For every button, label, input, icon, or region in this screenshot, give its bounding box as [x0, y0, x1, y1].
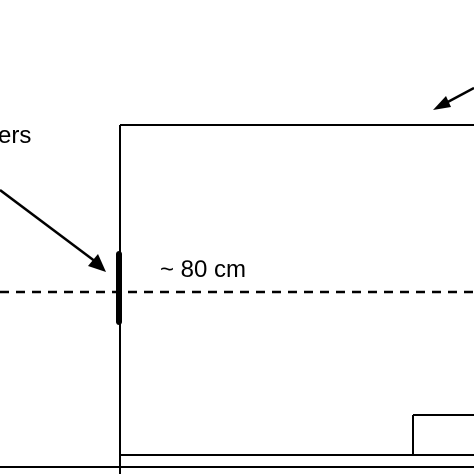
marker-arrow-head — [88, 254, 106, 272]
top-arrow-shaft — [443, 86, 474, 106]
marker-pointer-arrow — [0, 189, 106, 272]
top-arrow-head — [433, 96, 451, 110]
partial-label-text: ers — [0, 122, 31, 149]
enclosure-box — [119, 124, 474, 474]
distance-label-text: ~ 80 cm — [160, 256, 246, 283]
marker-arrow-shaft — [0, 189, 97, 263]
small-block — [412, 414, 474, 455]
floor-base — [0, 454, 474, 468]
top-pointer-arrow — [433, 86, 474, 110]
